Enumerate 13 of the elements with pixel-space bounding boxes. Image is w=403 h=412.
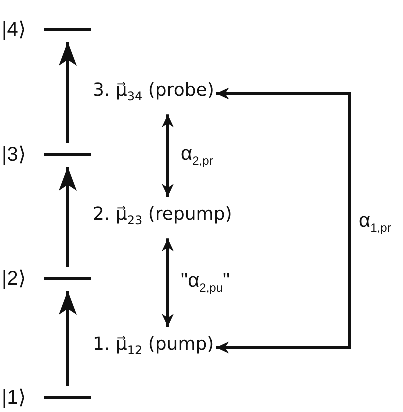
transition-label: 3. μ⃗$_{34}$ (probe) — [93, 79, 214, 109]
arrow — [162, 114, 174, 197]
transition-label: 1. μ⃗$_{12}$ (pump) — [93, 333, 214, 363]
state-label: |1⟩ — [2, 386, 26, 410]
state-label: |2⟩ — [2, 267, 26, 291]
arrow — [59, 42, 77, 143]
arrow — [59, 167, 77, 267]
state-label: |3⟩ — [2, 143, 26, 167]
arrow — [216, 88, 352, 354]
state-label: |4⟩ — [2, 18, 26, 42]
arrow — [162, 238, 174, 327]
transition-label: 2. μ⃗$_{23}$ (repump) — [93, 203, 232, 233]
arrow — [59, 291, 77, 386]
